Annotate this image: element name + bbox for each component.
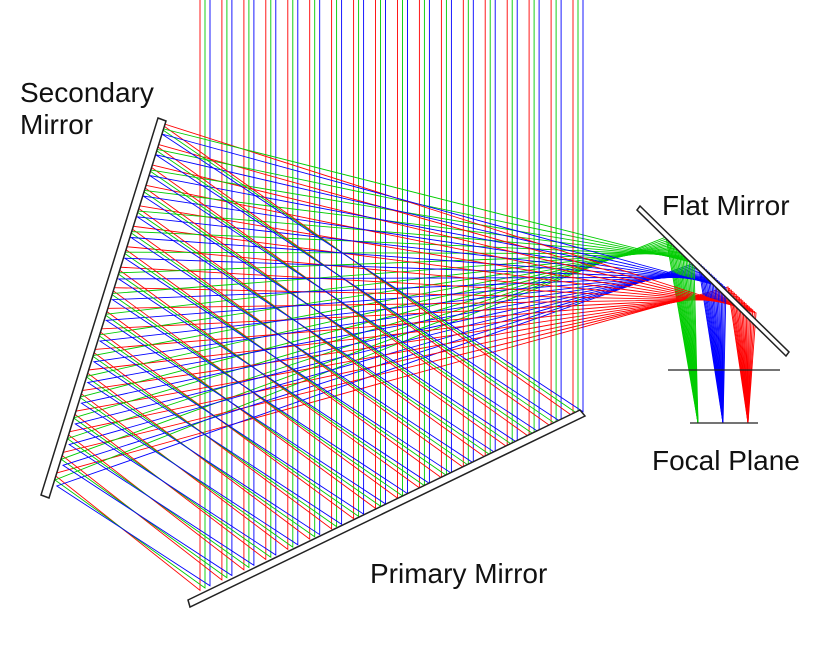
ray-blue-13 xyxy=(136,0,724,454)
ray-blue-3 xyxy=(74,0,724,556)
ray-blue-10 xyxy=(117,0,724,485)
secondary-label-line2: Mirror xyxy=(20,109,94,140)
ray-red-7 xyxy=(95,0,749,520)
ray-blue-9 xyxy=(110,0,724,495)
ray-red-14 xyxy=(139,0,752,448)
ray-blue-7 xyxy=(98,0,724,515)
ray-blue-1 xyxy=(61,0,724,577)
focal-plane-label: Focal Plane xyxy=(652,445,800,476)
ray-blue-8 xyxy=(104,0,724,505)
ray-blue-2 xyxy=(68,0,724,567)
ray-blue-4 xyxy=(80,0,724,546)
ray-blue-12 xyxy=(129,0,724,464)
ray-green-6 xyxy=(90,0,699,528)
flat-mirror-label: Flat Mirror xyxy=(662,190,790,221)
ray-green-7 xyxy=(97,0,699,518)
secondary-mirror-label: Secondary Mirror xyxy=(20,77,154,141)
ray-green-4 xyxy=(78,0,699,548)
ray-blue-11 xyxy=(123,0,724,475)
ray-green-15 xyxy=(147,0,699,436)
ray-green-13 xyxy=(133,0,699,456)
ray-blue-5 xyxy=(86,0,724,536)
ray-green-12 xyxy=(127,0,699,467)
primary-mirror-label: Primary Mirror xyxy=(370,558,548,589)
flat-mirror xyxy=(636,204,790,358)
mirror-elements xyxy=(40,117,790,609)
secondary-mirror xyxy=(40,117,167,499)
ray-blue-6 xyxy=(92,0,724,526)
primary-mirror xyxy=(187,409,587,609)
ray-red-11 xyxy=(119,0,749,479)
secondary-label-line1: Secondary xyxy=(20,77,154,108)
